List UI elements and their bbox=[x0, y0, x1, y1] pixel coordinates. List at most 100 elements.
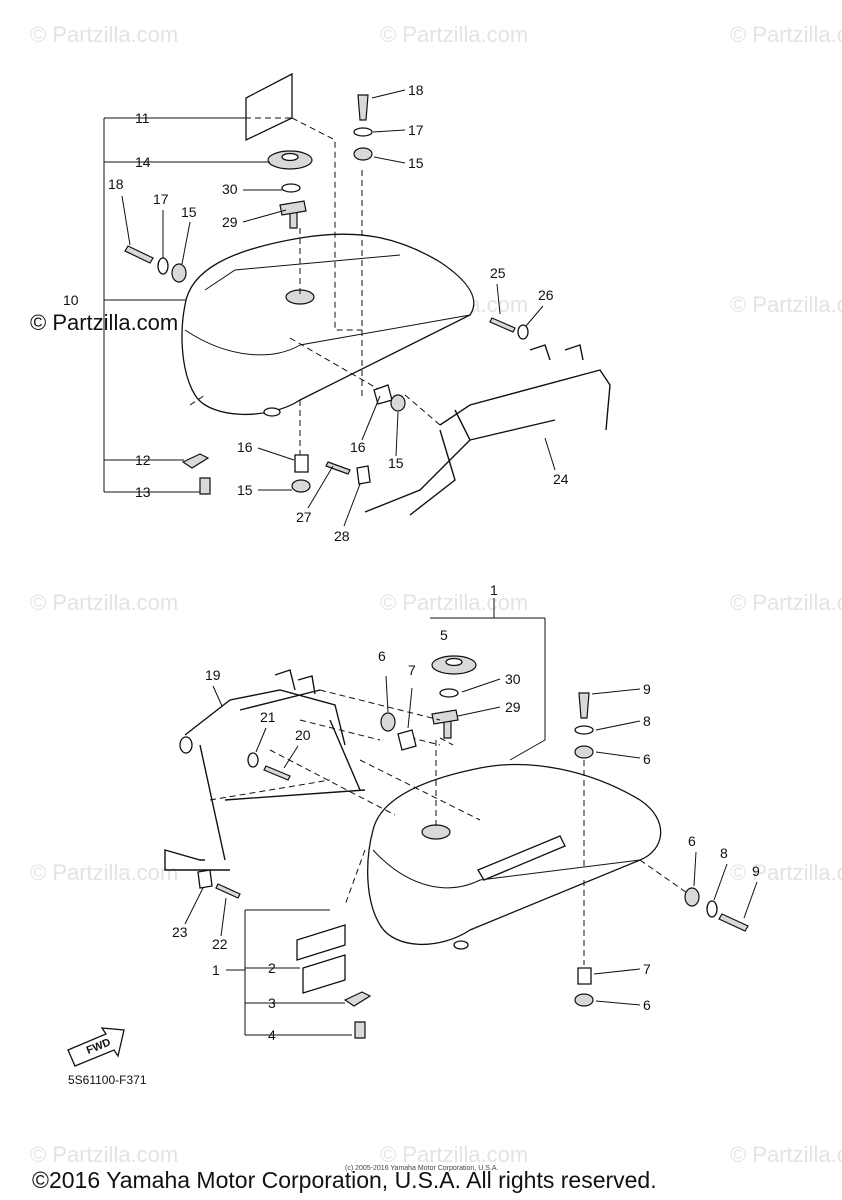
callout: 24 bbox=[553, 471, 569, 487]
bracket-tabs bbox=[274, 669, 316, 695]
bolt bbox=[578, 692, 590, 719]
fwd-arrow-icon: FWD bbox=[67, 1027, 125, 1067]
callout: 9 bbox=[643, 681, 651, 697]
lock-hole bbox=[421, 824, 451, 840]
watermark: © Partzilla.com bbox=[730, 590, 842, 615]
plate bbox=[197, 869, 213, 889]
grommet bbox=[684, 887, 700, 907]
bolt bbox=[124, 245, 154, 264]
callout: 6 bbox=[643, 997, 651, 1013]
assembly-guide-lines bbox=[189, 170, 441, 455]
callout: 8 bbox=[643, 713, 651, 729]
collar bbox=[397, 729, 417, 751]
callout: 10 bbox=[63, 292, 79, 308]
label-decal bbox=[302, 954, 346, 994]
top-saddlebag-assembly bbox=[103, 72, 611, 516]
saddlebag-top-edge bbox=[204, 254, 401, 291]
callout: 2 bbox=[268, 960, 276, 976]
filler-cap-center bbox=[445, 657, 463, 667]
watermark: © Partzilla.com bbox=[730, 22, 842, 47]
callout: 25 bbox=[490, 265, 506, 281]
callout: 9 bbox=[752, 863, 760, 879]
grommet bbox=[171, 263, 187, 283]
clip bbox=[343, 991, 372, 1007]
watermark: © Partzilla.com bbox=[30, 860, 178, 885]
callout: 20 bbox=[295, 727, 311, 743]
o-ring bbox=[439, 688, 459, 698]
bolt bbox=[718, 913, 749, 932]
saddlebag-lid-seam bbox=[372, 849, 641, 889]
partzilla-logo: © Partzilla.com bbox=[30, 310, 178, 335]
callout: 30 bbox=[222, 181, 238, 197]
callout: 7 bbox=[643, 961, 651, 977]
grommet bbox=[574, 745, 594, 759]
lock-assembly bbox=[431, 709, 459, 739]
saddlebag-left bbox=[181, 233, 475, 416]
bolt bbox=[325, 461, 351, 475]
grommet bbox=[574, 993, 594, 1007]
bolt bbox=[357, 94, 369, 121]
washer bbox=[574, 725, 594, 735]
screw bbox=[354, 1021, 366, 1039]
collar bbox=[577, 967, 592, 985]
callout-leader-lines bbox=[121, 89, 556, 527]
washer bbox=[517, 324, 529, 340]
callout: 17 bbox=[408, 122, 424, 138]
copyright-notice: ©2016 Yamaha Motor Corporation, U.S.A. A… bbox=[32, 1167, 657, 1193]
callout: 15 bbox=[388, 455, 404, 471]
callout: 29 bbox=[505, 699, 521, 715]
plate bbox=[356, 465, 371, 485]
reflector bbox=[477, 835, 566, 881]
callout: 13 bbox=[135, 484, 151, 500]
watermark: © Partzilla.com bbox=[730, 1142, 842, 1167]
watermark: © Partzilla.com bbox=[30, 22, 178, 47]
watermark: © Partzilla.com bbox=[730, 292, 842, 317]
callout: 16 bbox=[237, 439, 253, 455]
callout: 26 bbox=[538, 287, 554, 303]
bag-drain-hole bbox=[453, 940, 469, 950]
washer bbox=[706, 900, 718, 918]
callout: 7 bbox=[408, 662, 416, 678]
callout: 30 bbox=[505, 671, 521, 687]
assembly-guide-lines bbox=[209, 689, 691, 965]
callout: 19 bbox=[205, 667, 221, 683]
callout: 8 bbox=[720, 845, 728, 861]
bolt bbox=[489, 317, 516, 333]
watermark: © Partzilla.com bbox=[30, 590, 178, 615]
callout: 17 bbox=[153, 191, 169, 207]
callout: 15 bbox=[408, 155, 424, 171]
decal-guide-line bbox=[245, 117, 362, 331]
saddlebag-lid-seam bbox=[184, 314, 471, 356]
bracket-end bbox=[179, 736, 193, 754]
callout: 6 bbox=[378, 648, 386, 664]
callouts-bottom: 1 5 6 7 30 29 19 21 20 9 8 6 6 8 9 23 22… bbox=[172, 582, 760, 1043]
callout: 22 bbox=[212, 936, 228, 952]
screw bbox=[199, 477, 211, 495]
bracket-tabs bbox=[529, 344, 584, 361]
callout: 16 bbox=[350, 439, 366, 455]
o-ring bbox=[281, 183, 301, 193]
callouts-top: 11 14 18 17 15 30 29 18 17 15 10 25 26 1… bbox=[63, 82, 569, 544]
label-decal bbox=[245, 72, 293, 142]
grommet bbox=[380, 712, 396, 732]
callout: 15 bbox=[181, 204, 197, 220]
callout: 18 bbox=[408, 82, 424, 98]
bolt bbox=[263, 765, 291, 781]
kit-bracket bbox=[226, 909, 352, 1036]
label-decal bbox=[296, 924, 346, 961]
watermark: © Partzilla.com bbox=[380, 590, 528, 615]
washer bbox=[157, 257, 169, 275]
clip bbox=[181, 453, 210, 469]
callout: 6 bbox=[688, 833, 696, 849]
watermark: © Partzilla.com bbox=[30, 1142, 178, 1167]
grommet bbox=[390, 394, 406, 412]
callout: 6 bbox=[643, 751, 651, 767]
callout: 1 bbox=[212, 962, 220, 978]
diagram-code: 5S61100-F371 bbox=[68, 1073, 147, 1087]
callout: 12 bbox=[135, 452, 151, 468]
callout: 4 bbox=[268, 1027, 276, 1043]
callout: 21 bbox=[260, 709, 276, 725]
washer bbox=[247, 752, 259, 768]
